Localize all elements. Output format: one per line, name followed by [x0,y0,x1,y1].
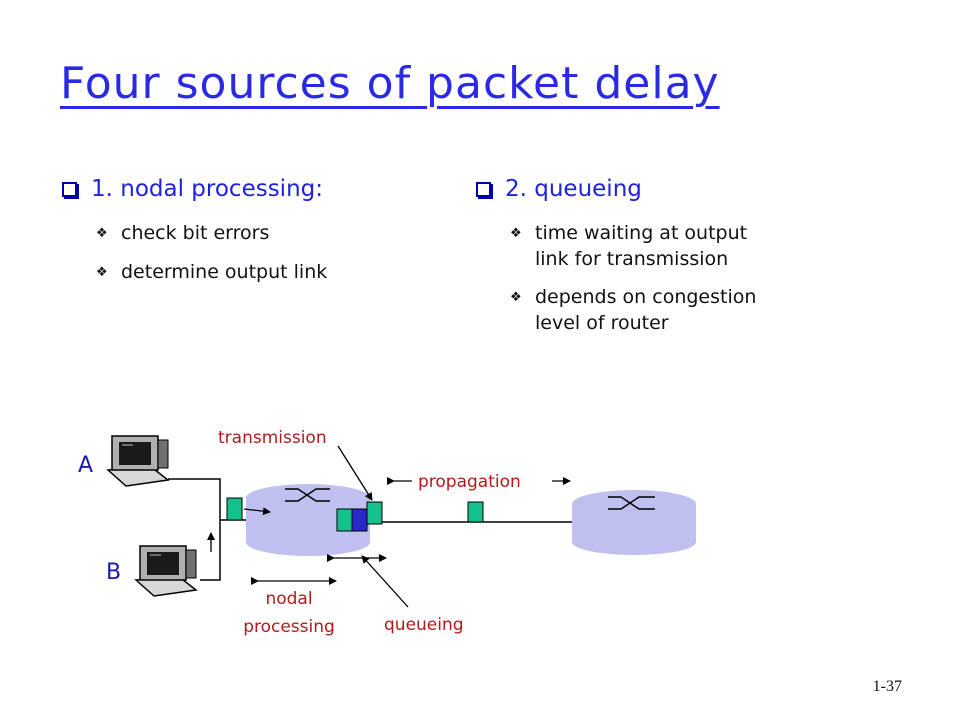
queued-packet [351,508,368,532]
queueing-label: queueing [384,615,464,635]
host-a-label: A [78,453,93,478]
host-b-label: B [106,560,121,585]
list-item: ❖ time waiting at output link for transm… [510,222,748,270]
bullet-list: ❖ check bit errors ❖ determine output li… [62,220,442,286]
list-item: ❖ determine output link [96,259,442,286]
diamond-bullet-icon: ❖ [96,226,108,241]
slide-number: 1-37 [872,678,902,695]
diamond-bullet-icon: ❖ [510,226,522,241]
computer-a-icon [106,435,170,487]
computer-b-icon [134,545,198,597]
propagation-label: propagation [418,472,521,492]
transmitting-packet [366,501,383,525]
queued-packet [336,508,353,532]
propagating-packet [467,501,484,523]
list-item: ❖ check bit errors [96,220,442,247]
router-icon [572,490,696,555]
transmission-label: transmission [218,428,327,448]
bullet-list: ❖ time waiting at output link for transm… [476,220,896,336]
slide-title: Four sources of packet delay [60,58,720,109]
section-nodal-processing: 1. nodal processing: ❖ check bit errors … [62,176,442,298]
arrival-arrow [243,507,271,516]
nodal-label: nodal [265,589,312,609]
processing-label: processing [243,617,335,637]
section-queueing: 2. queueing ❖ time waiting at output lin… [476,176,896,348]
diamond-bullet-icon: ❖ [96,265,108,280]
square-bullet-icon [62,181,77,197]
incoming-packet [226,497,243,521]
queueing-pointer [361,555,409,608]
diamond-bullet-icon: ❖ [510,290,522,305]
list-item: ❖ depends on congestion level of router [510,286,757,334]
transmission-pointer [337,445,373,501]
section-heading: 1. nodal processing: [91,176,323,202]
square-bullet-icon [476,181,491,197]
section-heading: 2. queueing [505,176,642,202]
